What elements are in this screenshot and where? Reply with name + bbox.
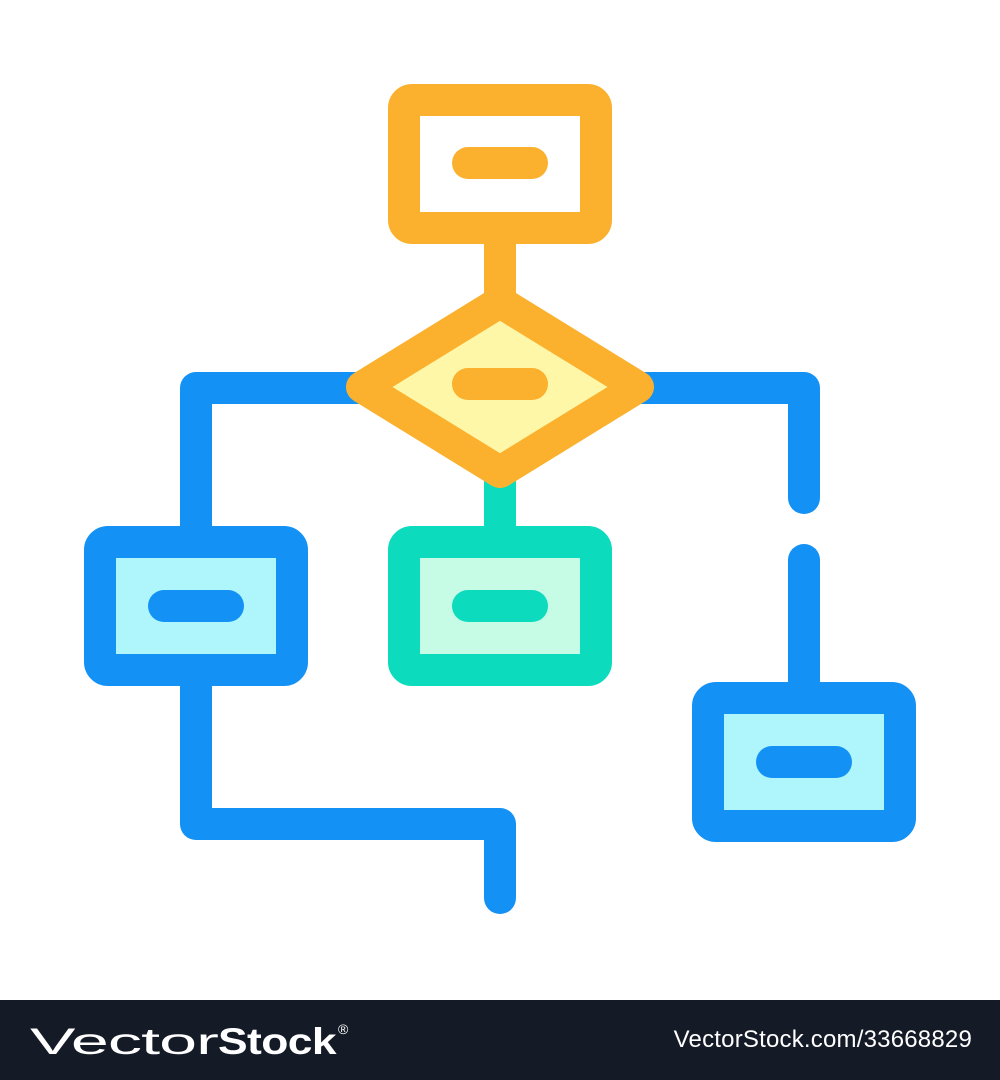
connector-diamond-to-left: [180, 372, 376, 561]
flowchart-illustration: [84, 84, 916, 914]
svg-text:Stock: Stock: [218, 1021, 337, 1062]
image-id-label: VectorStock.com/33668829: [673, 1026, 972, 1053]
flowchart-icon: [84, 84, 916, 914]
watermark-footer: Vector Stock ® VectorStock.com/33668829: [0, 1000, 1000, 1080]
connector-left-to-bottom: [180, 654, 516, 914]
svg-text:®: ®: [338, 1021, 349, 1037]
connector-diamond-to-right-upper: [624, 372, 820, 514]
vectorstock-logo: Vector Stock ®: [30, 1021, 349, 1062]
svg-text:Vector: Vector: [30, 1021, 218, 1062]
